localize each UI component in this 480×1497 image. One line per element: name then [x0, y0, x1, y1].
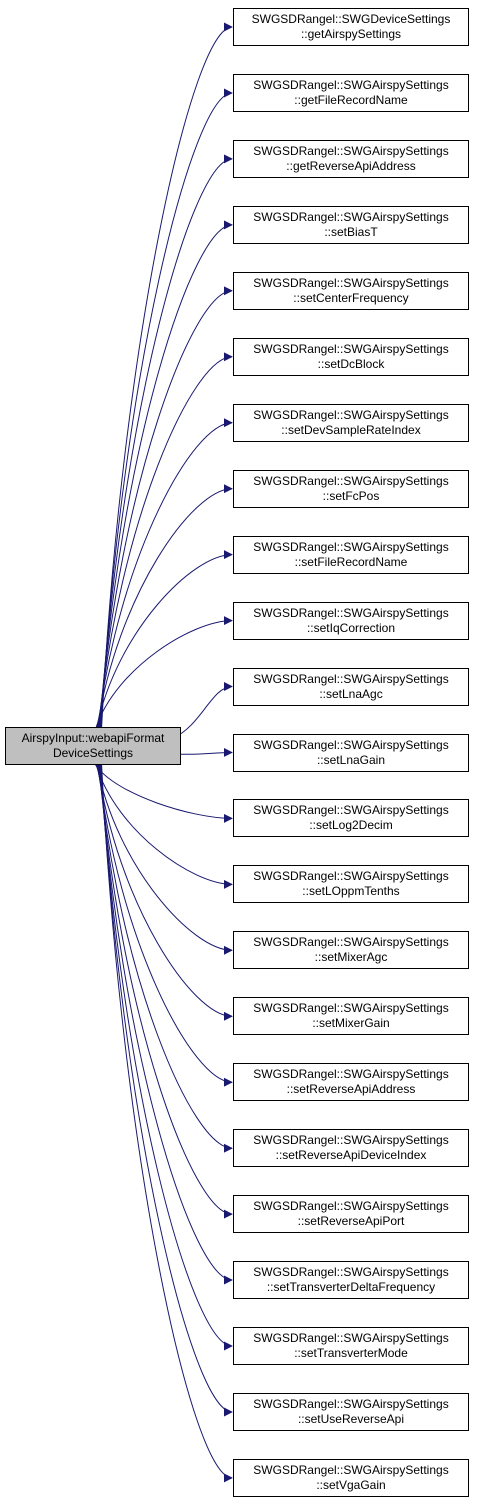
callee-node[interactable]: SWGSDRangel::SWGAirspySettings::setLog2D…: [233, 799, 469, 838]
callee-class-name: SWGSDRangel::SWGAirspySettings: [253, 1397, 449, 1411]
callee-method-name: ::setDevSampleRateIndex: [281, 422, 421, 437]
callee-class-name: SWGSDRangel::SWGAirspySettings: [253, 803, 449, 818]
callee-class-name: SWGSDRangel::SWGAirspySettings: [253, 1331, 449, 1345]
callee-node[interactable]: SWGSDRangel::SWGAirspySettings::getFileR…: [233, 74, 469, 112]
source-function-name-line1: AirspyInput::webapiFormat: [21, 731, 165, 745]
call-edge: [95, 764, 233, 889]
call-edge: [95, 764, 233, 823]
callee-node[interactable]: SWGSDRangel::SWGAirspySettings::setFcPos: [233, 469, 469, 508]
callee-class-name: SWGSDRangel::SWGAirspySettings: [253, 1265, 449, 1279]
call-edge: [97, 418, 233, 728]
callee-method-name: ::getReverseApiAddress: [286, 158, 416, 173]
callee-class-name: SWGSDRangel::SWGDeviceSettings: [251, 12, 451, 26]
call-edge: [99, 764, 233, 1351]
call-edge: [98, 352, 233, 728]
callee-node[interactable]: SWGSDRangel::SWGAirspySettings::setLOppm…: [233, 865, 469, 904]
callee-class-name: SWGSDRangel::SWGAirspySettings: [253, 143, 449, 158]
callee-node[interactable]: SWGSDRangel::SWGAirspySettings::setUseRe…: [233, 1393, 469, 1431]
call-edge: [172, 747, 233, 757]
call-edge: [172, 682, 233, 739]
call-edge: [100, 88, 233, 728]
callee-class-name: SWGSDRangel::SWGAirspySettings: [253, 473, 449, 488]
callee-class-name: SWGSDRangel::SWGAirspySettings: [253, 737, 449, 752]
callee-node[interactable]: SWGSDRangel::SWGAirspySettings::setCente…: [233, 271, 469, 310]
callee-method-name: ::setIqCorrection: [306, 620, 396, 635]
callee-class-name: SWGSDRangel::SWGAirspySettings: [253, 407, 449, 422]
callee-method-name: ::setMixerAgc: [314, 950, 388, 965]
call-edge: [101, 22, 233, 728]
callee-class-name: SWGSDRangel::SWGAirspySettings: [253, 1199, 449, 1214]
call-edge: [98, 764, 233, 1219]
callee-class-name: SWGSDRangel::SWGAirspySettings: [253, 1067, 449, 1082]
callee-class-name: SWGSDRangel::SWGAirspySettings: [253, 209, 449, 224]
callee-node[interactable]: SWGSDRangel::SWGDeviceSettings::getAirsp…: [233, 8, 469, 46]
callee-method-name: ::getAirspySettings: [300, 27, 402, 41]
callee-node[interactable]: SWGSDRangel::SWGAirspySettings::setIqCor…: [233, 601, 469, 640]
call-edge: [98, 764, 233, 1153]
call-edge: [100, 764, 233, 1417]
callee-node[interactable]: SWGSDRangel::SWGAirspySettings::setRever…: [233, 1063, 469, 1102]
callee-class-name: SWGSDRangel::SWGAirspySettings: [253, 935, 449, 950]
callee-method-name: ::setTransverterDeltaFrequency: [266, 1280, 436, 1294]
callee-method-name: ::setCenterFrequency: [293, 290, 409, 305]
callee-method-name: ::setFileRecordName: [294, 554, 408, 569]
callee-node[interactable]: SWGSDRangel::SWGAirspySettings::setMixer…: [233, 931, 469, 970]
callee-method-name: ::setVgaGain: [316, 1477, 386, 1492]
callee-method-name: ::setLnaAgc: [319, 686, 383, 701]
callee-class-name: SWGSDRangel::SWGAirspySettings: [253, 605, 449, 620]
callee-method-name: ::setUseReverseApi: [297, 1412, 405, 1426]
callee-method-name: ::setLnaGain: [316, 752, 386, 767]
callee-method-name: ::setFcPos: [322, 488, 380, 503]
callee-node[interactable]: SWGSDRangel::SWGAirspySettings::setLnaGa…: [233, 733, 469, 772]
callee-class-name: SWGSDRangel::SWGAirspySettings: [253, 78, 449, 92]
call-edge: [96, 550, 233, 728]
callee-method-name: ::setBiasT: [324, 224, 378, 239]
callee-node[interactable]: SWGSDRangel::SWGAirspySettings::setTrans…: [233, 1261, 469, 1299]
callee-method-name: ::getFileRecordName: [294, 93, 408, 107]
call-edge: [99, 220, 233, 728]
callee-method-name: ::setTransverterMode: [294, 1346, 408, 1360]
callee-node[interactable]: SWGSDRangel::SWGAirspySettings::setFileR…: [233, 535, 469, 574]
callee-class-name: SWGSDRangel::SWGAirspySettings: [253, 1001, 449, 1016]
call-edge: [97, 764, 233, 1087]
call-edge: [98, 286, 233, 728]
callee-method-name: ::setMixerGain: [312, 1016, 390, 1031]
callee-class-name: SWGSDRangel::SWGAirspySettings: [253, 1133, 449, 1148]
callee-node[interactable]: SWGSDRangel::SWGAirspySettings::setBiasT: [233, 205, 469, 244]
callee-node[interactable]: SWGSDRangel::SWGAirspySettings::getRever…: [233, 139, 469, 178]
call-edge: [96, 484, 233, 728]
callee-node[interactable]: SWGSDRangel::SWGAirspySettings::setTrans…: [233, 1327, 469, 1365]
call-edge: [96, 764, 233, 955]
source-function-name-line2: DeviceSettings: [52, 746, 134, 760]
callee-method-name: ::setReverseApiAddress: [286, 1082, 416, 1097]
callee-node[interactable]: SWGSDRangel::SWGAirspySettings::setDevSa…: [233, 403, 469, 442]
call-edge: [99, 154, 233, 728]
callee-node[interactable]: SWGSDRangel::SWGAirspySettings::setRever…: [233, 1129, 469, 1168]
callee-method-name: ::setLog2Decim: [309, 818, 393, 833]
call-edge: [99, 764, 233, 1285]
callee-class-name: SWGSDRangel::SWGAirspySettings: [253, 869, 449, 884]
callee-node[interactable]: SWGSDRangel::SWGAirspySettings::setLnaAg…: [233, 667, 469, 706]
callee-node[interactable]: SWGSDRangel::SWGAirspySettings::setMixer…: [233, 997, 469, 1036]
callee-method-name: ::setDcBlock: [317, 356, 385, 371]
call-edge: [95, 616, 233, 728]
callee-method-name: ::setReverseApiPort: [297, 1214, 405, 1229]
callee-node[interactable]: SWGSDRangel::SWGAirspySettings::setDcBlo…: [233, 337, 469, 376]
callee-class-name: SWGSDRangel::SWGAirspySettings: [253, 275, 449, 290]
source-function-node[interactable]: AirspyInput::webapiFormat DeviceSettings: [5, 727, 181, 765]
callee-method-name: ::setReverseApiDeviceIndex: [275, 1148, 427, 1163]
callee-class-name: SWGSDRangel::SWGAirspySettings: [253, 341, 449, 356]
callee-class-name: SWGSDRangel::SWGAirspySettings: [253, 539, 449, 554]
callee-class-name: SWGSDRangel::SWGAirspySettings: [253, 671, 449, 686]
callee-class-name: SWGSDRangel::SWGAirspySettings: [253, 1462, 449, 1477]
callee-node[interactable]: SWGSDRangel::SWGAirspySettings::setRever…: [233, 1195, 469, 1234]
callee-method-name: ::setLOppmTenths: [302, 884, 400, 899]
call-edge: [101, 764, 233, 1483]
callee-node[interactable]: SWGSDRangel::SWGAirspySettings::setVgaGa…: [233, 1458, 469, 1497]
call-edge: [96, 764, 233, 1021]
